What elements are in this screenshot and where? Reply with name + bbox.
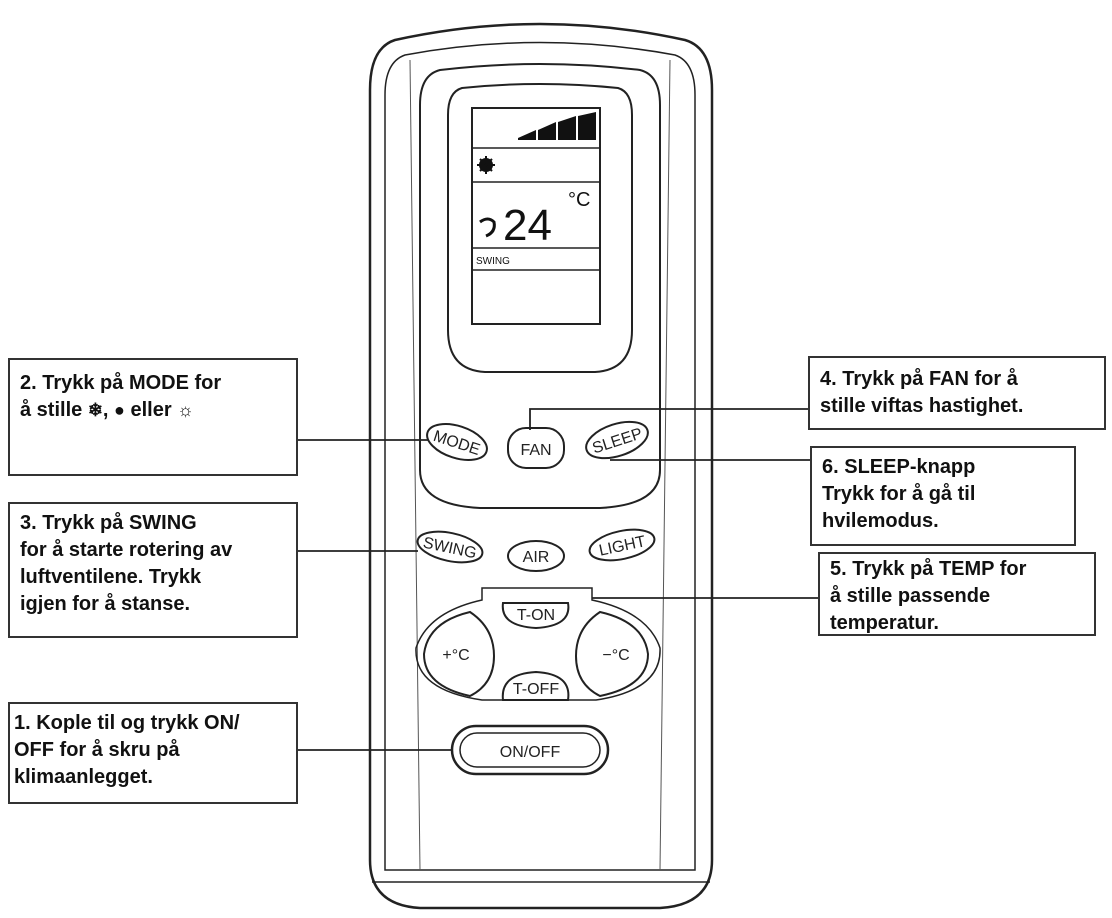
callout-swing-line-1: 3. Trykk på SWING [20, 512, 197, 534]
callout-temp-line-3: temperatur. [830, 612, 939, 634]
temp-cluster-outline [415, 587, 661, 701]
snowflake-icon: ❄ [87, 400, 103, 420]
callout-onoff: 1. Kople til og trykk ON/ OFF for å skru… [8, 702, 298, 804]
air-button-label: AIR [523, 549, 550, 566]
callout-sleep-line-1: 6. SLEEP-knapp [822, 456, 976, 478]
mode-button[interactable]: MODE [423, 417, 492, 467]
on-off-button-label: ON/OFF [500, 744, 561, 761]
snowflake-icon [477, 156, 495, 174]
temp-up-button-label: +°C [442, 647, 469, 664]
remote-edge-line-left [409, 59, 421, 871]
callout-fan-line-1: 4. Trykk på FAN for å [820, 368, 1018, 390]
remote-inner-outline [384, 41, 696, 871]
t-off-button[interactable]: T-OFF [501, 670, 570, 701]
callout-mode-prefix: å stille [20, 399, 88, 421]
callout-swing-line-2: for å starte rotering av [20, 539, 233, 561]
callout-mode-line-1: 2. Trykk på MODE for [20, 372, 222, 394]
callout-temp-line-1: 5. Trykk på TEMP for [830, 558, 1027, 580]
lcd-unit: °C [568, 189, 590, 211]
sun-icon: ☼ [177, 400, 194, 420]
air-button[interactable]: AIR [507, 540, 565, 572]
callout-swing-line-3: luftventilene. Trykk [20, 566, 202, 588]
light-button[interactable]: LIGHT [587, 524, 657, 565]
callout-temp: 5. Trykk på TEMP for å stille passende t… [818, 552, 1096, 636]
callout-onoff-line-2: OFF for å skru på [14, 739, 180, 761]
callout-onoff-line-3: klimaanlegget. [14, 766, 153, 788]
droplet-icon: ● [114, 400, 125, 420]
temp-down-button[interactable]: −°C [574, 610, 650, 698]
callout-mode-line-2: å stille ❄, ● eller ☼ [20, 397, 286, 424]
callout-onoff-line-1: 1. Kople til og trykk ON/ [14, 712, 240, 734]
callout-temp-line-2: å stille passende [830, 585, 991, 607]
fan-button-label: FAN [520, 442, 551, 459]
temp-up-button[interactable]: +°C [422, 610, 496, 698]
signal-bars-icon [518, 112, 596, 140]
lcd-swing-label: SWING [476, 256, 510, 267]
callout-mode-sep-1: , [102, 399, 115, 421]
callout-sleep-line-2: Trykk for å gå til [822, 483, 976, 505]
on-off-button[interactable]: ON/OFF [450, 724, 610, 776]
callout-mode-sep-2: eller [124, 399, 178, 421]
remote-edge-line-right [659, 59, 671, 871]
t-off-button-label: T-OFF [513, 681, 559, 698]
callout-fan-line-2: stille viftas hastighet. [820, 395, 1024, 417]
callout-sleep-line-3: hvilemodus. [822, 510, 939, 532]
fan-button[interactable]: FAN [507, 427, 565, 469]
callout-swing-line-4: igjen for å stanse. [20, 593, 191, 615]
callout-sleep: 6. SLEEP-knapp Trykk for å gå til hvilem… [810, 446, 1076, 546]
t-on-button-label: T-ON [517, 607, 555, 624]
swing-button[interactable]: SWING [415, 526, 485, 567]
callout-fan: 4. Trykk på FAN for å stille viftas hast… [808, 356, 1106, 430]
t-on-button[interactable]: T-ON [501, 602, 570, 630]
fan-icon [479, 217, 496, 238]
temp-down-button-label: −°C [602, 647, 629, 664]
lcd-screen [471, 107, 601, 325]
callout-mode: 2. Trykk på MODE for å stille ❄, ● eller… [8, 358, 298, 476]
callout-swing: 3. Trykk på SWING for å starte rotering … [8, 502, 298, 638]
leader-fan [529, 408, 808, 430]
leader-lines [298, 408, 818, 751]
lcd-temperature: 24 [503, 201, 552, 250]
